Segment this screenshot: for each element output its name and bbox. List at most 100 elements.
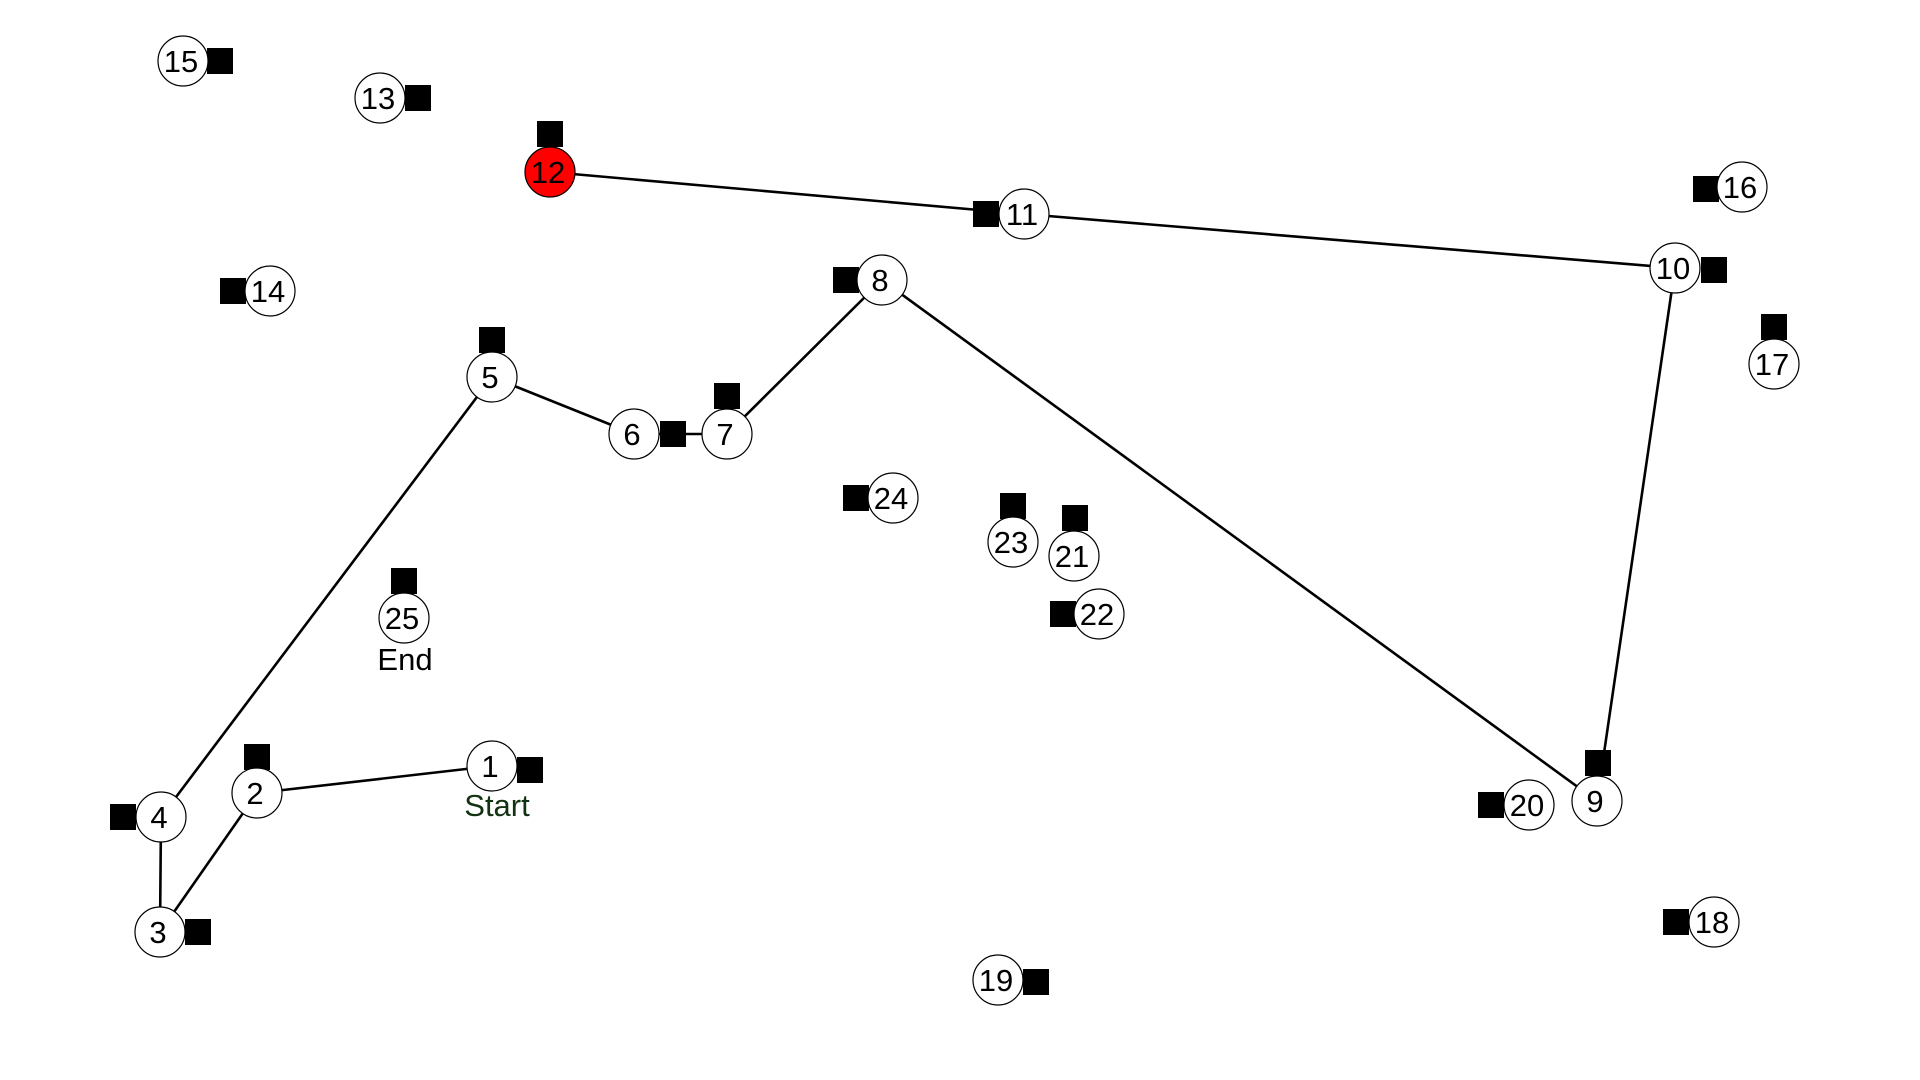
path-segment-8-9 xyxy=(880,278,1599,803)
node-16: 16 xyxy=(1716,161,1768,213)
node-label: 12 xyxy=(531,155,565,190)
node-marker-7 xyxy=(714,383,740,409)
node-circle xyxy=(1073,588,1125,640)
node-marker-17 xyxy=(1761,314,1787,340)
node-15: 15 xyxy=(157,35,209,87)
node-label: 22 xyxy=(1080,597,1114,632)
node-3: 3 xyxy=(134,906,186,958)
end-label: End xyxy=(377,642,432,677)
node-marker-8 xyxy=(833,267,859,293)
path-segment-4-5 xyxy=(159,375,494,819)
node-marker-20 xyxy=(1478,792,1504,818)
node-label: 9 xyxy=(1586,784,1603,819)
node-circle xyxy=(1688,896,1740,948)
node-circle xyxy=(1716,161,1768,213)
node-4: 4 xyxy=(135,791,187,843)
node-marker-4 xyxy=(110,804,136,830)
node-marker-2 xyxy=(244,744,270,770)
node-marker-13 xyxy=(405,85,431,111)
node-label: 19 xyxy=(979,963,1013,998)
node-circle xyxy=(466,351,518,403)
node-marker-3 xyxy=(185,919,211,945)
node-label: 23 xyxy=(994,525,1028,560)
path-segment-2-3 xyxy=(158,791,259,934)
node-circle xyxy=(135,791,187,843)
node-marker-24 xyxy=(843,485,869,511)
node-label: 24 xyxy=(874,481,908,516)
markers-layer xyxy=(110,48,1787,995)
node-9: 9 xyxy=(1571,775,1623,827)
node-24: 24 xyxy=(867,472,919,524)
node-25: 25 xyxy=(378,592,430,644)
node-2: 2 xyxy=(231,767,283,819)
node-1: 1 xyxy=(466,740,518,792)
path-segment-11-12 xyxy=(548,170,1026,216)
node-circle xyxy=(378,592,430,644)
node-label: 17 xyxy=(1755,347,1789,382)
path-segment-9-10 xyxy=(1595,266,1677,803)
node-20: 20 xyxy=(1503,779,1555,831)
node-label: 25 xyxy=(385,601,419,636)
node-circle xyxy=(1649,242,1701,294)
path-segment-10-11 xyxy=(1022,212,1677,270)
route-path xyxy=(158,170,1677,934)
node-marker-19 xyxy=(1023,969,1049,995)
node-marker-23 xyxy=(1000,493,1026,519)
node-label: 6 xyxy=(623,417,640,452)
node-marker-11 xyxy=(973,201,999,227)
node-label: 14 xyxy=(251,274,285,309)
node-circle xyxy=(987,516,1039,568)
node-marker-5 xyxy=(479,327,505,353)
node-circle xyxy=(867,472,919,524)
node-circle xyxy=(1571,775,1623,827)
node-circle xyxy=(1503,779,1555,831)
node-11: 11 xyxy=(998,188,1050,240)
node-21: 21 xyxy=(1048,530,1100,582)
node-circle xyxy=(244,265,296,317)
node-label: 8 xyxy=(871,263,888,298)
node-label: 11 xyxy=(1006,197,1038,232)
node-14: 14 xyxy=(244,265,296,317)
node-circle xyxy=(972,954,1024,1006)
node-label: 10 xyxy=(1656,251,1690,286)
node-label: 21 xyxy=(1055,539,1089,574)
path-segment-1-2 xyxy=(255,764,494,795)
node-circle xyxy=(524,146,576,198)
node-label: 20 xyxy=(1510,788,1544,823)
node-marker-16 xyxy=(1693,176,1719,202)
node-circle xyxy=(998,188,1050,240)
node-23: 23 xyxy=(987,516,1039,568)
node-17: 17 xyxy=(1748,338,1800,390)
node-12: 12 xyxy=(524,146,576,198)
start-label: Start xyxy=(464,788,530,823)
node-10: 10 xyxy=(1649,242,1701,294)
node-marker-15 xyxy=(207,48,233,74)
node-13: 13 xyxy=(354,72,406,124)
node-circle xyxy=(157,35,209,87)
node-5: 5 xyxy=(466,351,518,403)
node-circle xyxy=(134,906,186,958)
node-7: 7 xyxy=(701,408,753,460)
node-label: 4 xyxy=(150,800,167,835)
node-marker-1 xyxy=(517,757,543,783)
node-circle xyxy=(1748,338,1800,390)
node-19: 19 xyxy=(972,954,1024,1006)
node-6: 6 xyxy=(608,408,660,460)
node-circle xyxy=(354,72,406,124)
node-label: 5 xyxy=(481,360,498,395)
node-marker-6 xyxy=(660,421,686,447)
node-marker-9 xyxy=(1585,750,1611,776)
node-marker-25 xyxy=(391,568,417,594)
node-8: 8 xyxy=(856,254,908,306)
node-label: 15 xyxy=(164,44,198,79)
node-marker-12 xyxy=(537,121,563,147)
node-label: 16 xyxy=(1723,170,1757,205)
node-circle xyxy=(608,408,660,460)
node-18: 18 xyxy=(1688,896,1740,948)
node-label: 1 xyxy=(481,749,498,784)
node-marker-22 xyxy=(1050,601,1076,627)
node-label: 18 xyxy=(1695,905,1729,940)
node-circle xyxy=(231,767,283,819)
node-marker-10 xyxy=(1701,257,1727,283)
